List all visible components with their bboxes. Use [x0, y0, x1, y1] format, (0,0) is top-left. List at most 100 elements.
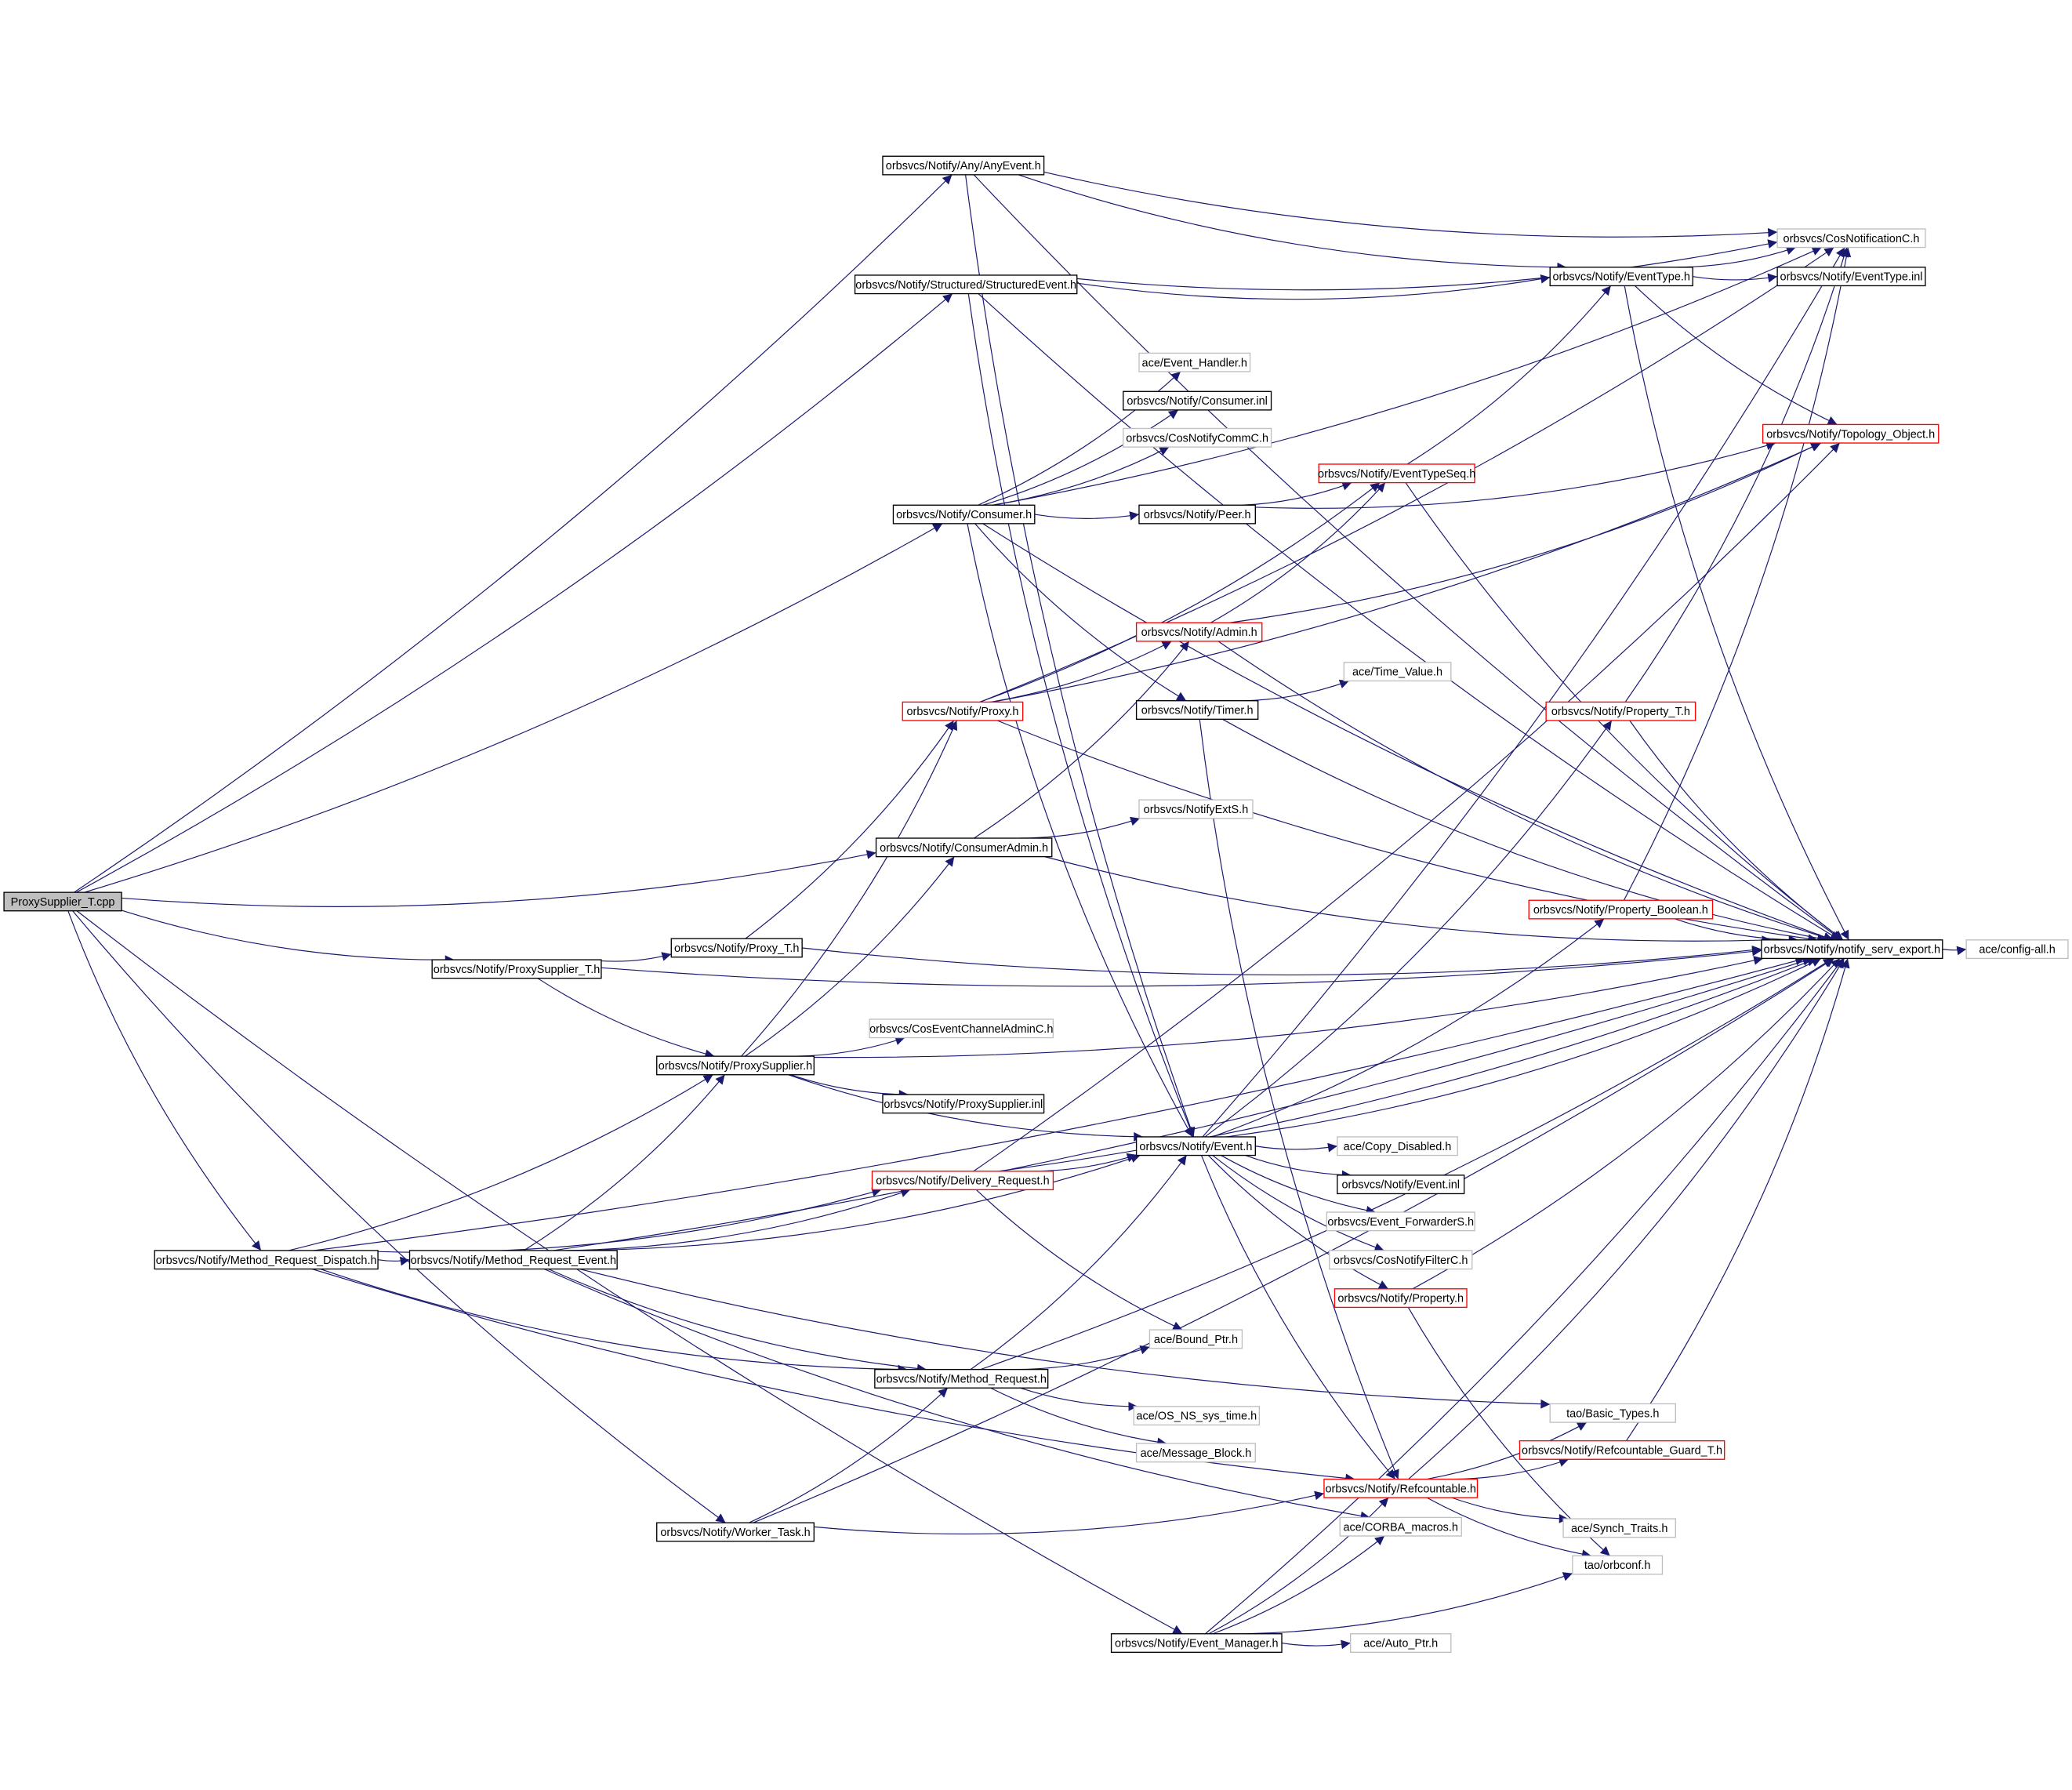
edge-orbsvcs-notify-proxy-h-to-orbsvcs-notify-eventtypeseq-h	[979, 482, 1381, 703]
edge-orbsvcs-notify-timer-h-to-orbsvcs-notify-refcountable-h	[1199, 719, 1399, 1480]
node-orbsvcs-notify-delivery-request-h[interactable]: orbsvcs/Notify/Delivery_Request.h	[871, 1171, 1054, 1191]
node-orbsvcs-notify-proxysupplier-inl[interactable]: orbsvcs/Notify/ProxySupplier.inl	[882, 1094, 1045, 1114]
node-label: orbsvcs/NotifyExtS.h	[1144, 804, 1249, 816]
edge-orbsvcs-notify-refcountable-h-to-tao-basic-types-h	[1426, 1421, 1588, 1480]
edge-proxysupplier-t-cpp-to-orbsvcs-notify-consumeradmin-h	[122, 850, 876, 907]
node-label: tao/Basic_Types.h	[1566, 1407, 1659, 1420]
edge-orbsvcs-notify-event-h-to-orbsvcs-cosnotifyfilterc-h	[1212, 1155, 1384, 1252]
node-label: orbsvcs/Notify/Refcountable_Guard_T.h	[1522, 1445, 1722, 1458]
node-box	[670, 938, 803, 958]
node-box	[3, 891, 122, 912]
node-label: orbsvcs/CosNotifyFilterC.h	[1334, 1254, 1468, 1267]
edge-orbsvcs-notify-proxysupplier-t-h-to-orbsvcs-notify-proxysupplier-h	[537, 978, 715, 1058]
node-orbsvcs-notify-consumeradmin-h[interactable]: orbsvcs/Notify/ConsumerAdmin.h	[875, 837, 1053, 858]
node-orbsvcs-notify-event-h[interactable]: orbsvcs/Notify/Event.h	[1135, 1136, 1256, 1156]
node-orbsvcs-notify-method-request-event-h[interactable]: orbsvcs/Notify/Method_Request_Event.h	[408, 1250, 618, 1270]
node-orbsvcs-notify-any-anyevent-h[interactable]: orbsvcs/Notify/Any/AnyEvent.h	[882, 155, 1045, 176]
node-orbsvcs-notify-refcountable-h[interactable]: orbsvcs/Notify/Refcountable.h	[1323, 1478, 1479, 1498]
node-orbsvcs-notify-proxy-h[interactable]: orbsvcs/Notify/Proxy.h	[902, 701, 1024, 721]
node-box	[1339, 1516, 1462, 1537]
edge-orbsvcs-notify-any-anyevent-h-to-orbsvcs-notify-event-h	[965, 174, 1196, 1138]
edge-orbsvcs-notify-property-h-to-orbsvcs-notify-notify-serv-export-h	[1412, 958, 1841, 1290]
node-box	[1337, 1175, 1465, 1195]
node-orbsvcs-notify-peer-h[interactable]: orbsvcs/Notify/Peer.h	[1138, 504, 1256, 525]
node-label: orbsvcs/Notify/Property.h	[1337, 1293, 1464, 1305]
node-orbsvcs-notify-property-boolean-h[interactable]: orbsvcs/Notify/Property_Boolean.h	[1528, 899, 1714, 920]
node-box	[1110, 1633, 1283, 1654]
node-label: ProxySupplier_T.cpp	[11, 896, 115, 909]
node-orbsvcs-notify-property-h[interactable]: orbsvcs/Notify/Property.h	[1334, 1288, 1468, 1309]
node-orbsvcs-notify-admin-h[interactable]: orbsvcs/Notify/Admin.h	[1135, 622, 1263, 642]
edge-orbsvcs-notify-peer-h-to-orbsvcs-notify-topology-object-h	[1255, 441, 1776, 509]
node-orbsvcs-notify-event-inl[interactable]: orbsvcs/Notify/Event.inl	[1337, 1175, 1465, 1195]
node-label: orbsvcs/Notify/Consumer.inl	[1127, 395, 1268, 408]
node-box	[1133, 1406, 1261, 1426]
node-box	[871, 1171, 1054, 1191]
node-label: orbsvcs/Notify/Topology_Object.h	[1766, 428, 1935, 441]
node-box	[1343, 662, 1452, 682]
node-orbsvcs-notify-eventtype-inl[interactable]: orbsvcs/Notify/EventType.inl	[1776, 267, 1926, 287]
node-orbsvcs-notify-eventtypeseq-h[interactable]: orbsvcs/Notify/EventTypeSeq.h	[1318, 463, 1475, 484]
edge-orbsvcs-notify-delivery-request-h-to-orbsvcs-notify-topology-object-h	[973, 442, 1841, 1172]
edge-orbsvcs-notify-admin-h-to-orbsvcs-notify-topology-object-h	[1229, 442, 1821, 623]
node-orbsvcs-notify-notify-serv-export-h[interactable]: orbsvcs/Notify/notify_serv_export.h	[1761, 939, 1943, 960]
edge-orbsvcs-notify-method-request-dispatch-h-to-orbsvcs-notify-method-request-event-h	[377, 1256, 410, 1266]
edge-orbsvcs-notify-property-t-h-to-orbsvcs-cosnotificationc-h	[1624, 247, 1849, 703]
node-box	[1138, 352, 1251, 372]
edge-orbsvcs-notify-event-manager-h-to-ace-corba-macros-h	[1212, 1535, 1385, 1635]
node-orbsvcs-notify-structured-structuredevent-h[interactable]: orbsvcs/Notify/Structured/StructuredEven…	[854, 274, 1078, 295]
node-box	[892, 504, 1036, 525]
node-orbsvcs-notify-consumer-inl[interactable]: orbsvcs/Notify/Consumer.inl	[1123, 390, 1272, 411]
edge-orbsvcs-notify-event-h-to-orbsvcs-notify-notify-serv-export-h	[1226, 957, 1822, 1138]
node-label: orbsvcs/Notify/Method_Request_Dispatch.h	[156, 1254, 377, 1267]
node-orbsvcs-notify-consumer-h[interactable]: orbsvcs/Notify/Consumer.h	[892, 504, 1036, 525]
node-box	[1334, 1288, 1468, 1309]
edge-orbsvcs-notify-refcountable-h-to-orbsvcs-notify-notify-serv-export-h	[1408, 958, 1845, 1480]
node-box	[1337, 1136, 1458, 1156]
node-label: orbsvcs/Notify/ProxySupplier.inl	[884, 1098, 1043, 1111]
edge-orbsvcs-notify-proxysupplier-h-to-orbsvcs-notify-proxy-h	[741, 720, 958, 1057]
edge-orbsvcs-notify-eventtype-h-to-orbsvcs-notify-topology-object-h	[1635, 285, 1838, 425]
node-label: orbsvcs/Notify/Event.inl	[1341, 1179, 1460, 1192]
node-label: orbsvcs/Notify/Refcountable.h	[1326, 1483, 1476, 1495]
node-label: orbsvcs/Notify/Timer.h	[1141, 705, 1254, 717]
node-box	[1326, 1211, 1475, 1232]
node-proxysupplier-t-cpp[interactable]: ProxySupplier_T.cpp	[3, 891, 122, 912]
node-orbsvcs-notify-timer-h[interactable]: orbsvcs/Notify/Timer.h	[1135, 700, 1259, 720]
edge-orbsvcs-notify-method-request-event-h-to-orbsvcs-notify-delivery-request-h	[565, 1188, 911, 1251]
edge-orbsvcs-notify-structured-structuredevent-h-to-orbsvcs-notify-notify-serv-export-h	[978, 293, 1840, 941]
node-orbsvcs-notify-worker-task-h[interactable]: orbsvcs/Notify/Worker_Task.h	[656, 1522, 815, 1542]
node-orbsvcs-notify-method-request-dispatch-h[interactable]: orbsvcs/Notify/Method_Request_Dispatch.h	[154, 1250, 379, 1270]
node-box	[408, 1250, 618, 1270]
node-orbsvcs-notify-event-manager-h[interactable]: orbsvcs/Notify/Event_Manager.h	[1110, 1633, 1283, 1654]
node-orbsvcs-notify-proxy-t-h[interactable]: orbsvcs/Notify/Proxy_T.h	[670, 938, 803, 958]
edge-orbsvcs-notify-event-h-to-orbsvcs-cosnotificationc-h	[1202, 247, 1845, 1138]
node-orbsvcs-notify-proxysupplier-t-h[interactable]: orbsvcs/Notify/ProxySupplier_T.h	[431, 959, 602, 979]
node-orbsvcs-notify-topology-object-h[interactable]: orbsvcs/Notify/Topology_Object.h	[1762, 423, 1940, 444]
node-label: orbsvcs/Notify/Consumer.h	[896, 509, 1032, 521]
node-box	[154, 1250, 379, 1270]
node-tao-orbconf-h: tao/orbconf.h	[1572, 1555, 1664, 1575]
node-ace-bound-ptr-h: ace/Bound_Ptr.h	[1148, 1329, 1243, 1349]
node-label: orbsvcs/Notify/Method_Request.h	[876, 1373, 1047, 1385]
node-orbsvcs-notify-refcountable-guard-t-h[interactable]: orbsvcs/Notify/Refcountable_Guard_T.h	[1519, 1440, 1725, 1460]
node-orbsvcs-notify-eventtype-h[interactable]: orbsvcs/Notify/EventType.h	[1549, 267, 1693, 287]
edges-layer	[67, 171, 1967, 1650]
node-label: orbsvcs/Notify/ProxySupplier.h	[659, 1060, 812, 1073]
node-label: tao/orbconf.h	[1584, 1559, 1651, 1572]
node-box	[656, 1522, 815, 1542]
node-orbsvcs-notify-method-request-h[interactable]: orbsvcs/Notify/Method_Request.h	[874, 1368, 1049, 1389]
node-label: ace/Synch_Traits.h	[1571, 1523, 1667, 1535]
edge-orbsvcs-notify-consumer-h-to-orbsvcs-notify-event-h	[967, 523, 1193, 1138]
node-box	[1562, 1518, 1676, 1538]
edge-orbsvcs-notify-method-request-event-h-to-orbsvcs-notify-method-request-h	[548, 1268, 927, 1374]
edge-orbsvcs-notify-delivery-request-h-to-orbsvcs-notify-notify-serv-export-h	[998, 957, 1817, 1172]
edge-orbsvcs-notify-method-request-event-h-to-tao-basic-types-h	[579, 1268, 1551, 1409]
edge-orbsvcs-notify-worker-task-h-to-orbsvcs-notify-method-request-h	[749, 1387, 949, 1523]
node-orbsvcs-notify-property-t-h[interactable]: orbsvcs/Notify/Property_T.h	[1545, 701, 1696, 721]
edge-orbsvcs-notify-timer-h-to-orbsvcs-notify-notify-serv-export-h	[1222, 718, 1827, 943]
node-box	[656, 1055, 815, 1076]
node-orbsvcs-notify-proxysupplier-h[interactable]: orbsvcs/Notify/ProxySupplier.h	[656, 1055, 815, 1076]
edge-orbsvcs-notify-any-anyevent-h-to-orbsvcs-cosnotificationc-h	[1043, 171, 1778, 238]
edge-orbsvcs-notify-event-h-to-ace-copy-disabled-h	[1255, 1142, 1337, 1153]
